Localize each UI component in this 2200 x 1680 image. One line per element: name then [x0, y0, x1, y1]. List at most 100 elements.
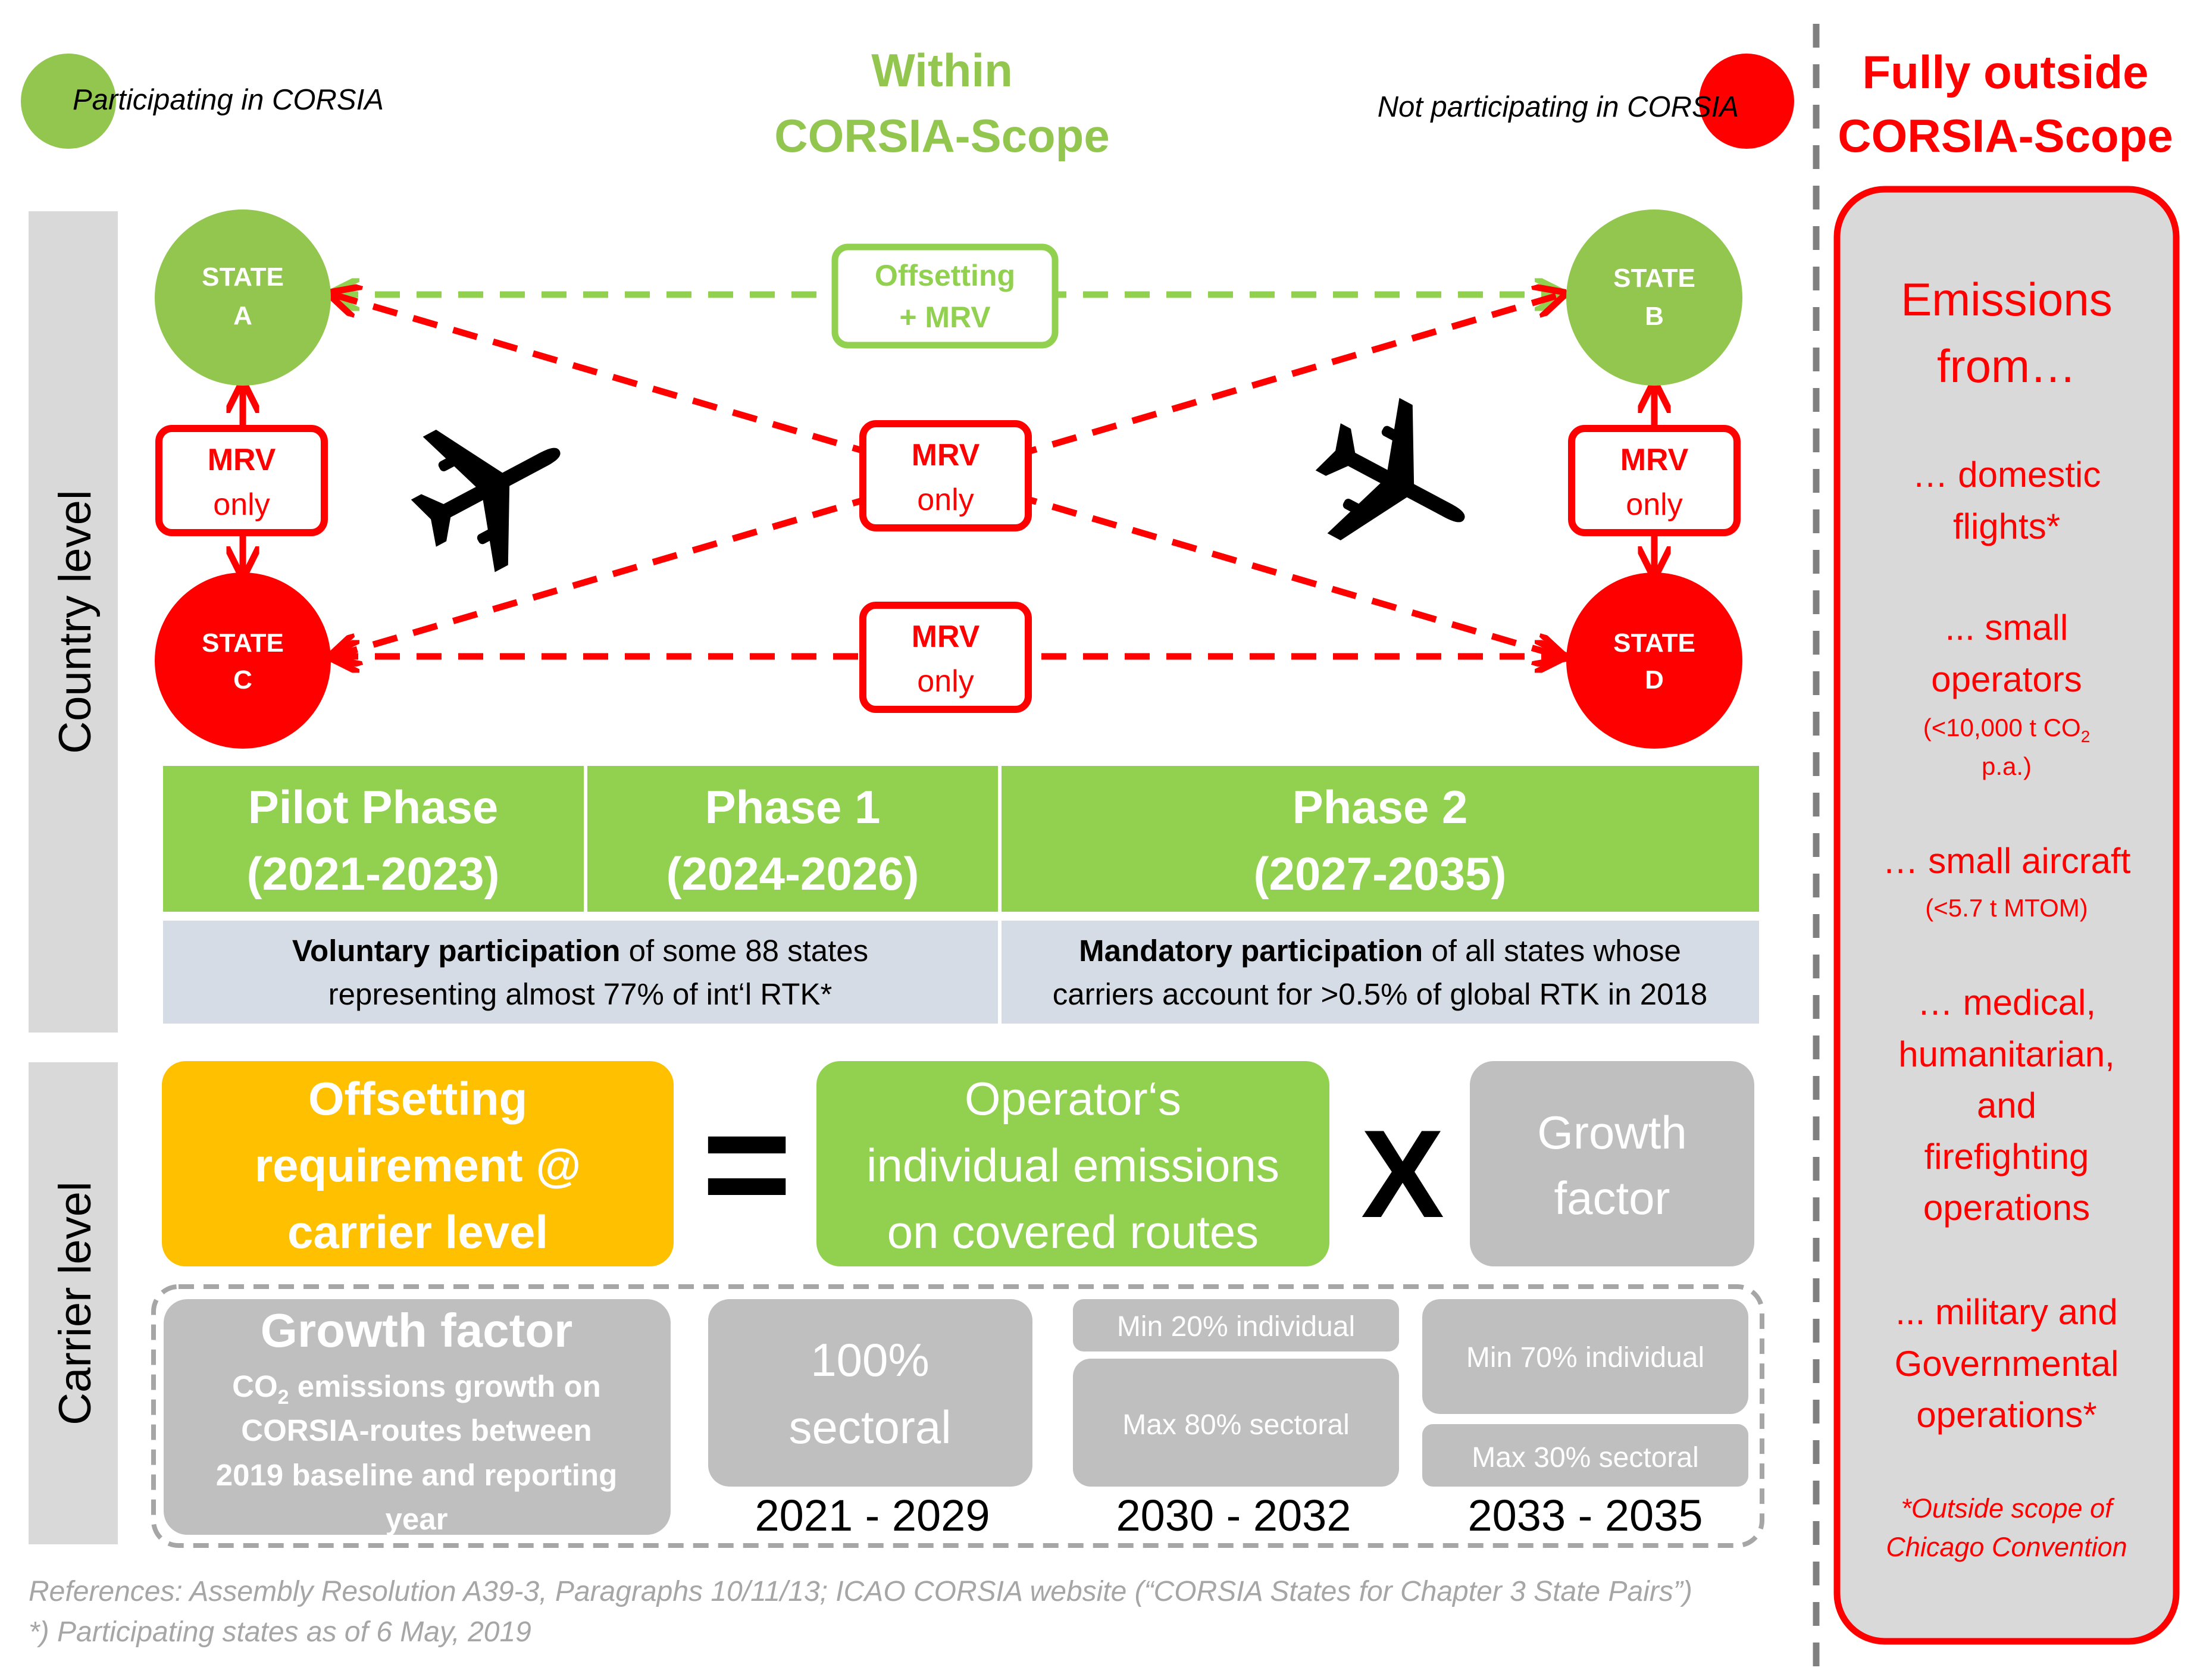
svg-text:100%: 100%	[810, 1334, 930, 1386]
outside-domestic: … domestic	[1913, 455, 2101, 495]
within-scope-title-line1: Within	[871, 44, 1013, 96]
svg-text:individual emissions: individual emissions	[866, 1139, 1279, 1191]
svg-text:only: only	[213, 487, 270, 522]
outside-scope-title-line1: Fully outside	[1862, 46, 2148, 98]
svg-text:A: A	[233, 301, 252, 330]
svg-text:(2027-2035): (2027-2035)	[1254, 847, 1507, 900]
svg-text:MRV: MRV	[208, 443, 276, 477]
equals-sign: =	[702, 1078, 792, 1250]
svg-text:operations*: operations*	[1916, 1395, 2097, 1435]
svg-text:CORSIA-routes between: CORSIA-routes between	[241, 1413, 592, 1447]
svg-text:Phase 2: Phase 2	[1293, 781, 1468, 833]
airplane-icon-right	[1292, 379, 1500, 587]
svg-text:representing almost 77% of int: representing almost 77% of int‘l RTK*	[328, 977, 833, 1011]
svg-text:Growth factor: Growth factor	[261, 1304, 572, 1357]
mrv-only-box-c-d: MRV only	[859, 602, 1032, 713]
svg-text:Voluntary participation of som: Voluntary participation of some 88 state…	[292, 934, 868, 968]
phase-pilot: Pilot Phase (2021-2023)	[163, 766, 584, 912]
svg-text:requirement @: requirement @	[255, 1139, 581, 1191]
svg-text:Chicago Convention: Chicago Convention	[1886, 1532, 2127, 1562]
state-d: STATE D	[1566, 572, 1742, 749]
svg-text:operators: operators	[1931, 659, 2082, 699]
svg-text:Growth: Growth	[1537, 1106, 1686, 1159]
svg-text:Governmental: Governmental	[1895, 1344, 2119, 1384]
references-line2: *) Participating states as of 6 May, 201…	[29, 1616, 531, 1648]
svg-text:2033 - 2035: 2033 - 2035	[1467, 1491, 1703, 1540]
growth-factor-box: Growth factor	[1470, 1061, 1754, 1266]
country-level-bar	[29, 211, 118, 1033]
svg-text:STATE: STATE	[202, 628, 284, 658]
svg-text:Min 20% individual: Min 20% individual	[1117, 1311, 1355, 1343]
svg-text:MRV: MRV	[912, 620, 980, 654]
growth-period-2: Min 20% individual Max 80% sectoral 2030…	[1073, 1299, 1399, 1540]
svg-text:STATE: STATE	[202, 262, 284, 292]
growth-factor-definition: Growth factor CO2 emissions growth on CO…	[164, 1299, 671, 1536]
svg-text:Offsetting: Offsetting	[308, 1072, 527, 1125]
growth-factor-frame	[151, 1284, 1764, 1548]
svg-text:firefighting: firefighting	[1924, 1137, 2089, 1177]
svg-text:Max 30% sectoral: Max 30% sectoral	[1472, 1442, 1699, 1473]
airplane-icon-left	[387, 383, 596, 591]
svg-text:STATE: STATE	[1613, 628, 1695, 658]
offsetting-requirement-box: Offsetting requirement @ carrier level	[162, 1061, 674, 1266]
svg-text:Max 80% sectoral: Max 80% sectoral	[1122, 1409, 1350, 1441]
svg-text:p.a.): p.a.)	[1982, 752, 2032, 780]
svg-text:from…: from…	[1937, 340, 2076, 392]
state-b: STATE B	[1566, 209, 1742, 386]
phase-1: Phase 1 (2024-2026)	[587, 766, 998, 912]
state-a: STATE A	[155, 209, 331, 386]
svg-text:Operator‘s: Operator‘s	[965, 1072, 1181, 1125]
state-c: STATE C	[155, 572, 331, 749]
svg-text:C: C	[233, 665, 252, 694]
svg-text:and: and	[1977, 1085, 2036, 1125]
svg-text:factor: factor	[1554, 1172, 1670, 1224]
svg-text:carrier level: carrier level	[287, 1206, 548, 1258]
within-scope-title-line2: CORSIA-Scope	[774, 110, 1109, 162]
outside-medical: … medical,	[1917, 983, 2096, 1022]
svg-text:Pilot Phase: Pilot Phase	[248, 781, 498, 833]
mrv-only-box-a-c: MRV only	[155, 425, 328, 536]
growth-period-3: Min 70% individual Max 30% sectoral 2033…	[1422, 1299, 1748, 1540]
mrv-only-box-cross: MRV only	[859, 420, 1032, 531]
outside-small-aircraft: … small aircraft	[1883, 841, 2131, 881]
svg-text:operations: operations	[1923, 1188, 2090, 1228]
svg-text:Emissions: Emissions	[1901, 273, 2112, 326]
svg-text:2021 - 2029: 2021 - 2029	[755, 1491, 990, 1540]
svg-text:STATE: STATE	[1613, 264, 1695, 293]
outside-scope-title-line2: CORSIA-Scope	[1838, 110, 2173, 162]
outside-scope-panel: Emissions from… … domestic flights* ... …	[1833, 186, 2180, 1645]
svg-text:Offsetting: Offsetting	[875, 259, 1015, 292]
svg-text:MRV: MRV	[1620, 443, 1689, 477]
svg-text:sectoral: sectoral	[788, 1401, 951, 1453]
svg-text:on covered routes: on covered routes	[887, 1206, 1259, 1258]
svg-text:(2024-2026): (2024-2026)	[666, 847, 919, 900]
legend-not-participating-dot	[1699, 54, 1794, 149]
svg-text:Phase 1: Phase 1	[705, 781, 881, 833]
svg-text:(<10,000 t CO2: (<10,000 t CO2	[1923, 714, 2091, 746]
legend-not-participating-label: Not participating in CORSIA	[1378, 91, 1739, 123]
svg-text:(2021-2023): (2021-2023)	[247, 847, 500, 900]
svg-text:D: D	[1645, 665, 1664, 694]
growth-period-1: 100% sectoral 2021 - 2029	[708, 1299, 1032, 1540]
svg-text:MRV: MRV	[912, 438, 980, 473]
svg-text:+ MRV: + MRV	[899, 301, 991, 334]
phase-2: Phase 2 (2027-2035)	[1002, 766, 1759, 912]
mrv-only-box-b-d: MRV only	[1568, 425, 1741, 536]
svg-text:Mandatory participation of all: Mandatory participation of all states wh…	[1079, 934, 1681, 968]
svg-text:humanitarian,: humanitarian,	[1898, 1034, 2115, 1074]
svg-text:Min 70% individual: Min 70% individual	[1466, 1342, 1704, 1374]
svg-text:only: only	[917, 483, 974, 517]
svg-text:flights*: flights*	[1953, 506, 2060, 546]
svg-text:only: only	[1626, 487, 1682, 522]
svg-text:year: year	[386, 1502, 448, 1536]
carrier-level-label: Carrier level	[50, 1181, 101, 1425]
carrier-level-bar	[29, 1062, 118, 1544]
svg-text:B: B	[1645, 302, 1664, 331]
legend-participating-dot	[21, 54, 116, 149]
svg-text:2019 baseline and reporting: 2019 baseline and reporting	[216, 1458, 618, 1492]
svg-text:CO2 emissions growth on: CO2 emissions growth on	[232, 1369, 601, 1409]
offsetting-mrv-box: Offsetting + MRV	[831, 243, 1059, 349]
references-line1: References: Assembly Resolution A39-3, P…	[29, 1576, 1692, 1607]
multiply-sign: X	[1361, 1104, 1444, 1244]
